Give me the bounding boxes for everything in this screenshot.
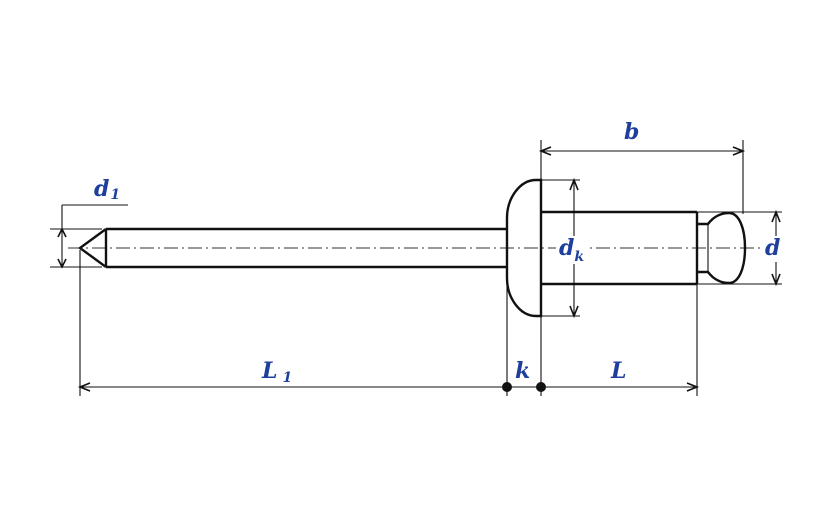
d1-label: d1: [94, 176, 120, 203]
mandrel: [77, 227, 508, 269]
dk-label: dk: [559, 235, 584, 265]
d-label: d: [765, 235, 780, 261]
rivet-head: [505, 178, 543, 318]
k-label: k: [515, 358, 530, 384]
b-dimension: [538, 140, 746, 214]
L-label: L: [610, 358, 626, 384]
mandrel-ball: [697, 211, 747, 285]
length-dimensions: [77, 250, 700, 396]
dk-label-bg: [556, 236, 588, 264]
d-label-bg: [762, 236, 784, 262]
d1-dimension: [50, 204, 128, 269]
b-label: b: [624, 119, 639, 145]
